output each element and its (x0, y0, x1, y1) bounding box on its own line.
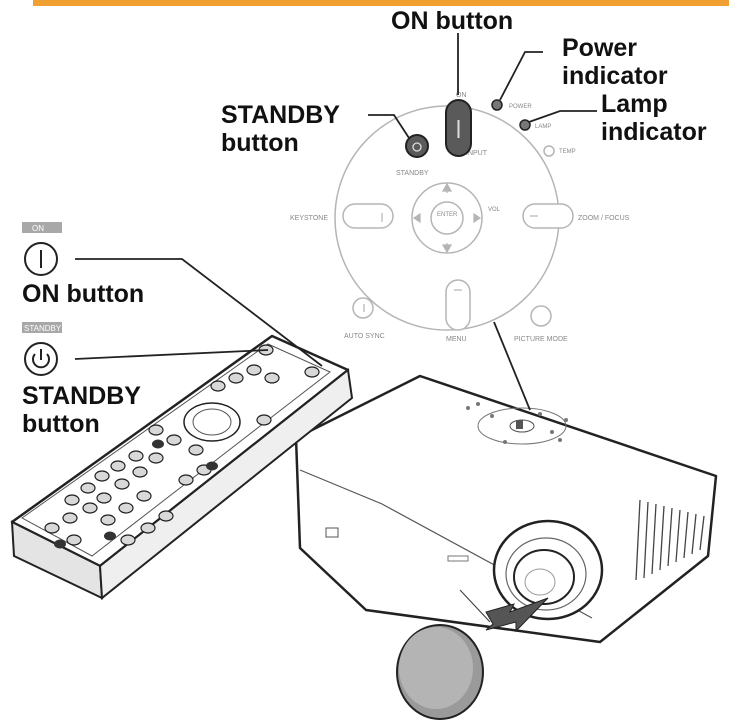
remote-control (10, 334, 354, 600)
callout-on-button-top: ON button (391, 7, 513, 35)
remote-standby-chip-label: STANDBY (24, 324, 62, 333)
panel-label-temp: TEMP (559, 149, 576, 155)
callout-standby-panel-line2: button (221, 129, 299, 157)
callout-standby-remote-line2: button (22, 410, 100, 438)
panel-label-menu: MENU (446, 336, 467, 343)
remote-standby-chip (22, 322, 62, 333)
zoom-focus-button[interactable] (522, 203, 574, 229)
callout-lamp-indicator-line2: indicator (601, 118, 707, 146)
removal-arrow-icon (485, 597, 549, 633)
callout-standby-remote-line1: STANDBY (22, 382, 141, 410)
callout-standby-panel-line1: STANDBY (221, 101, 340, 129)
panel-arrows (363, 182, 538, 312)
keystone-button[interactable] (342, 203, 394, 229)
remote-standby-symbol-icon (32, 353, 50, 369)
callout-on-button-remote: ON button (22, 280, 144, 308)
panel-label-picture-mode: PICTURE MODE (514, 336, 568, 343)
temp-indicator-light (543, 145, 555, 157)
panel-label-on: ON (456, 92, 467, 99)
standby-symbol-icon (412, 142, 422, 152)
panel-label-keystone: KEYSTONE (290, 215, 328, 222)
lamp-indicator-light (519, 119, 531, 131)
panel-label-auto-sync: AUTO SYNC (344, 333, 385, 340)
callout-power-indicator-line2: indicator (562, 62, 668, 90)
panel-label-enter: ENTER (437, 212, 458, 218)
menu-button[interactable] (445, 279, 471, 331)
callout-power-indicator-line1: Power (562, 34, 637, 62)
callout-lamp-indicator-line1: Lamp (601, 90, 668, 118)
panel-label-standby: STANDBY (396, 170, 429, 177)
panel-label-input: INPUT (466, 150, 488, 157)
power-indicator-light (491, 99, 503, 111)
leader-lines (74, 33, 597, 411)
lens-cap (396, 624, 484, 720)
projector (294, 374, 718, 644)
panel-label-power: POWER (509, 104, 532, 110)
remote-on-chip-label: ON (32, 224, 44, 233)
panel-label-lamp: LAMP (535, 124, 551, 130)
panel-label-vol: VOL (488, 207, 501, 213)
control-panel (334, 105, 574, 331)
auto-sync-button[interactable] (352, 297, 374, 319)
picture-mode-button[interactable] (530, 305, 552, 327)
panel-label-zoom-focus: ZOOM / FOCUS (578, 215, 630, 222)
panel-standby-button[interactable] (405, 134, 429, 158)
remote-on-chip (22, 222, 62, 233)
header-bar (33, 0, 729, 6)
